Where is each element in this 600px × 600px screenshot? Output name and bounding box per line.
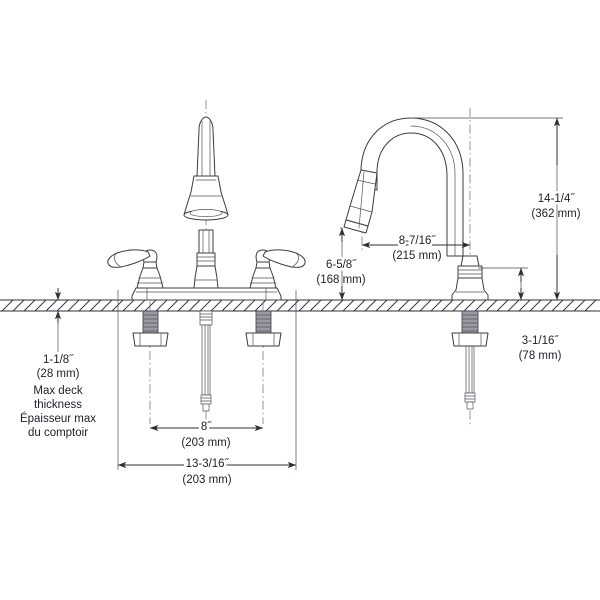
dimension-overall-width: 13-3/16˝ (203 mm): [117, 290, 297, 486]
front-left-mounting-shank: [132, 310, 169, 347]
dimension-deck-thickness: 1-1/8˝ (28 mm) Max deck thickness Épaiss…: [20, 288, 96, 439]
side-view-faucet: [343, 117, 489, 410]
front-right-handle: [249, 249, 306, 289]
handle-spread-imperial: 8˝: [201, 421, 212, 433]
deck-hatching: [1, 299, 597, 312]
deck-thickness-imperial: 1-1/8˝: [43, 354, 74, 366]
spout-reach-metric: (215 mm): [392, 250, 441, 262]
counter-deck: [0, 299, 600, 312]
dimension-spout-reach: 8-7/16˝ (215 mm): [361, 233, 471, 262]
handle-spread-metric: (203 mm): [181, 437, 230, 449]
overall-width-metric: (203 mm): [182, 474, 231, 486]
overall-width-imperial: 13-3/16˝: [186, 458, 230, 470]
spout-reach-imperial: 8-7/16˝: [399, 235, 437, 247]
below-deck-metric: (78 mm): [519, 350, 562, 362]
front-spout-base: [193, 229, 219, 289]
below-deck-imperial: 3-1/16˝: [522, 335, 560, 347]
deck-note-en-line2: thickness: [34, 399, 82, 411]
deck-note-fr-line1: Épaisseur max: [20, 412, 96, 425]
front-view-faucet: [107, 116, 306, 412]
overall-height-metric: (362 mm): [531, 208, 580, 220]
side-mounting-shank: [451, 310, 489, 347]
spout-clearance-metric: (168 mm): [316, 274, 365, 286]
dimension-overall-height: 14-1/4˝ (362 mm): [411, 117, 581, 301]
front-escutcheon-plate: [131, 287, 282, 301]
dimension-below-deck: 3-1/16˝ (78 mm): [478, 267, 562, 362]
front-left-handle: [107, 249, 164, 289]
side-sprayer-head: [343, 169, 378, 234]
dimension-spout-clearance: 6-5/8˝ (168 mm): [316, 227, 366, 301]
deck-thickness-metric: (28 mm): [37, 368, 80, 380]
dimension-handle-spread: 8˝ (203 mm): [149, 419, 264, 449]
front-sprayer-wand: [196, 116, 216, 177]
spout-clearance-imperial: 6-5/8˝: [326, 259, 357, 271]
side-spout-base: [451, 255, 489, 301]
front-sprayer-head: [183, 175, 229, 221]
deck-note-en-line1: Max deck: [33, 385, 82, 397]
overall-height-imperial: 14-1/4˝: [538, 193, 576, 205]
front-supply-hose: [199, 310, 213, 412]
deck-note-fr-line2: du comptoir: [28, 427, 88, 439]
front-right-mounting-shank: [245, 310, 282, 347]
